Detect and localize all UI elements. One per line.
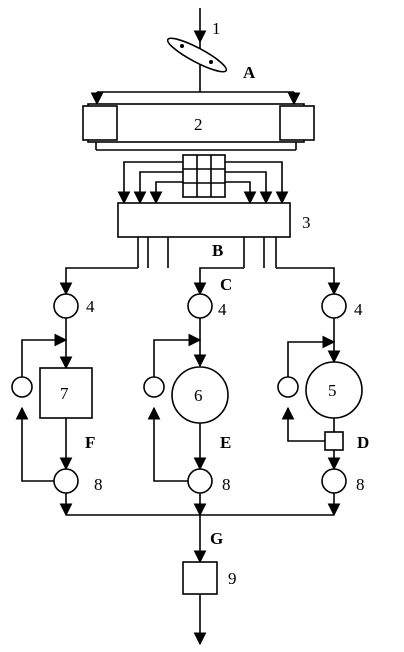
label-5: 5 xyxy=(328,381,337,400)
branch-center xyxy=(193,267,244,296)
unit-2-block xyxy=(82,103,315,151)
right-recycle-pump xyxy=(277,376,299,398)
label-8-center: 8 xyxy=(222,475,231,494)
branch-right xyxy=(276,267,341,296)
label-4-right: 4 xyxy=(354,300,363,319)
pump-8-left xyxy=(53,468,79,494)
label-4-left: 4 xyxy=(86,297,95,316)
label-3: 3 xyxy=(302,213,311,232)
label-8-left: 8 xyxy=(94,475,103,494)
label-b: B xyxy=(212,241,223,260)
label-9: 9 xyxy=(228,569,237,588)
left-recycle-line xyxy=(15,406,54,482)
label-8-right: 8 xyxy=(356,475,365,494)
pump-8-center xyxy=(187,468,213,494)
right-recycle-line xyxy=(281,406,325,442)
label-f: F xyxy=(85,433,95,452)
branch-left xyxy=(59,267,138,296)
label-d: D xyxy=(357,433,369,452)
label-c: C xyxy=(220,275,232,294)
label-e: E xyxy=(220,433,231,452)
pump-4-center xyxy=(187,293,213,319)
unit-9-block xyxy=(182,561,218,595)
center-recycle-line xyxy=(147,406,188,482)
left-recycle-pump xyxy=(11,376,33,398)
unit-7-block xyxy=(39,367,93,419)
pump-8-right xyxy=(321,468,347,494)
label-1: 1 xyxy=(212,19,221,38)
separator-d-block xyxy=(324,431,344,451)
label-g: G xyxy=(210,529,223,548)
label-7: 7 xyxy=(60,384,69,403)
grid-connectors xyxy=(117,161,289,205)
pump-4-left xyxy=(53,293,79,319)
label-a: A xyxy=(243,63,256,82)
valve-a-icon xyxy=(166,37,228,73)
label-2: 2 xyxy=(194,115,203,134)
unit-3-block xyxy=(117,202,291,238)
center-recycle-return xyxy=(153,333,202,377)
left-recycle-return xyxy=(21,333,68,377)
center-recycle-pump xyxy=(143,376,165,398)
label-4-center: 4 xyxy=(218,300,227,319)
grid-matrix-block xyxy=(182,154,226,198)
pump-4-right xyxy=(321,293,347,319)
label-6: 6 xyxy=(194,386,203,405)
unit-3-outlets xyxy=(137,237,277,268)
right-recycle-return xyxy=(287,335,336,377)
